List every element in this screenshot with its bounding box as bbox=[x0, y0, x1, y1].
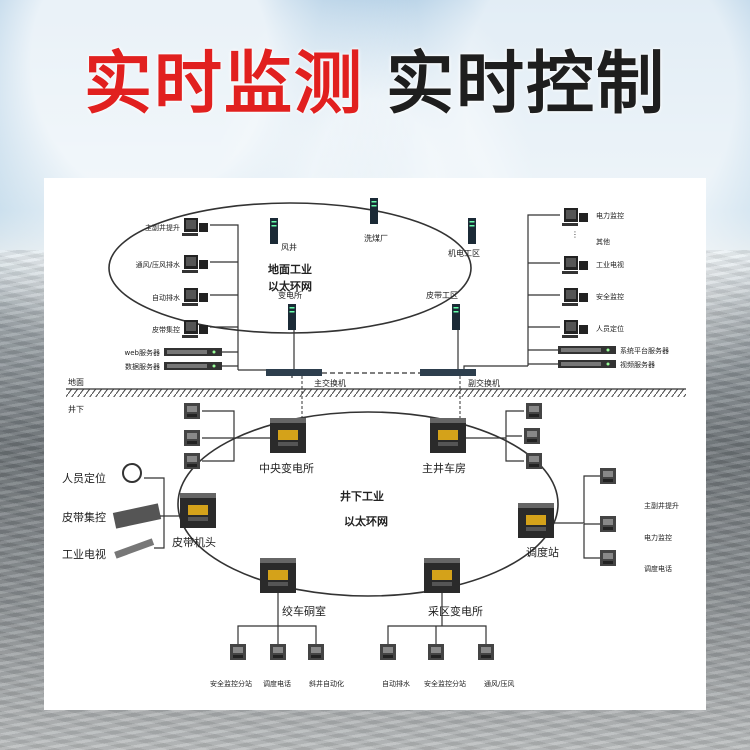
surface-ring bbox=[108, 202, 472, 334]
headline-red: 实时监测 bbox=[83, 45, 364, 124]
ug-box-diaodu bbox=[518, 503, 554, 538]
surface-right-label: 电力监控 bbox=[596, 211, 624, 220]
ring-uplinks bbox=[293, 330, 459, 369]
surface-left-label: 主副井提升 bbox=[145, 223, 180, 232]
underground-ring-title-1: 井下工业 bbox=[340, 489, 384, 503]
ug-right-devices: 主副井提升 电力监控 调度电话 bbox=[554, 468, 679, 573]
ug-box-caiqu bbox=[424, 558, 460, 593]
ug-box-zhujing bbox=[430, 418, 466, 453]
ug-left-label: 皮带集控 bbox=[62, 510, 106, 524]
underground-ring-title-2: 以太环网 bbox=[344, 514, 388, 528]
ug-node-label: 皮带机头 bbox=[172, 535, 216, 549]
surface-right-devices: 电力监控 ⋮ 其他 工业电视 安全监控 人员定位 系统平台服务器 视频服务器 bbox=[463, 208, 669, 372]
ground-line bbox=[66, 389, 686, 397]
headline: 实时监测实时控制 bbox=[0, 40, 750, 130]
ug-bottom-right-label: 安全监控分站 bbox=[424, 679, 466, 688]
ug-right-label: 主副井提升 bbox=[644, 501, 679, 510]
network-diagram: 地面工业 以太环网 风井 洗煤厂 机电工区 变电所 皮带工区 主副井提升 通风/… bbox=[62, 198, 686, 688]
surface-right-label: 安全监控 bbox=[596, 292, 624, 301]
surface-switch-jidian bbox=[468, 218, 476, 244]
sub-switch bbox=[420, 369, 476, 376]
surface-right-label: 人员定位 bbox=[596, 324, 624, 333]
surface-node-label: 变电所 bbox=[278, 290, 302, 300]
ug-right-label: 电力监控 bbox=[644, 533, 672, 542]
ug-node-label: 采区变电所 bbox=[428, 604, 483, 618]
surface-left-label: 自动排水 bbox=[152, 293, 180, 302]
ug-left-devices: 人员定位 皮带集控 工业电视 bbox=[62, 463, 180, 561]
main-switch bbox=[266, 369, 322, 376]
ug-node-label: 绞车硐室 bbox=[282, 604, 326, 618]
ug-box-pidai bbox=[180, 493, 216, 528]
ug-bottom-left-label: 调度电话 bbox=[263, 679, 291, 688]
main-switch-label: 主交换机 bbox=[314, 378, 346, 388]
underground-label: 井下 bbox=[68, 404, 84, 414]
ug-top-left-devices bbox=[184, 403, 270, 469]
surface-left-label: 通风/压风排水 bbox=[136, 260, 180, 269]
surface-right-label: 其他 bbox=[596, 237, 610, 246]
surface-ring-title-1: 地面工业 bbox=[268, 262, 312, 276]
surface-node-label: 机电工区 bbox=[448, 248, 480, 258]
ug-node-label: 中央变电所 bbox=[259, 461, 314, 475]
headline-black: 实时控制 bbox=[386, 45, 667, 124]
ug-bottom-left-label: 斜井自动化 bbox=[309, 679, 344, 688]
surface-ring-title-2: 以太环网 bbox=[268, 279, 312, 293]
surface-node-label: 皮带工区 bbox=[426, 290, 458, 300]
surface-node-label: 洗煤厂 bbox=[364, 233, 388, 243]
surface-switch-fengjing bbox=[270, 218, 278, 244]
underground-ring bbox=[177, 411, 559, 597]
server-left-label: web服务器 bbox=[125, 348, 160, 357]
ug-left-label: 工业电视 bbox=[62, 547, 106, 561]
ground-label: 地面 bbox=[68, 377, 84, 387]
ug-bottom-left-label: 安全监控分站 bbox=[210, 679, 252, 688]
ug-box-zhongyang bbox=[270, 418, 306, 453]
server-left-label: 数据服务器 bbox=[125, 362, 160, 371]
surface-left-label: 皮带集控 bbox=[152, 325, 180, 334]
server-right-label: 视频服务器 bbox=[620, 360, 655, 369]
surface-left-devices: 主副井提升 通风/压风排水 自动排水 皮带集控 web服务器 数据服务器 bbox=[125, 218, 293, 378]
surface-node-label: 风井 bbox=[281, 242, 297, 252]
ug-node-label: 调度站 bbox=[526, 545, 559, 559]
ug-right-label: 调度电话 bbox=[644, 564, 672, 573]
surface-switch-biandian bbox=[288, 304, 296, 330]
server-right-label: 系统平台服务器 bbox=[620, 346, 669, 355]
ug-box-jiaoche bbox=[260, 558, 296, 593]
surface-switch-pidai bbox=[452, 304, 460, 330]
ug-bottom-right-label: 通风/压风 bbox=[484, 679, 514, 688]
network-diagram-panel: 地面工业 以太环网 风井 洗煤厂 机电工区 变电所 皮带工区 主副井提升 通风/… bbox=[44, 178, 706, 710]
ug-bottom-right-devices: 自动排水 安全监控分站 通风/压风 bbox=[380, 593, 514, 688]
ug-bottom-right-label: 自动排水 bbox=[382, 679, 410, 688]
surface-right-label: 工业电视 bbox=[596, 260, 624, 269]
ug-node-label: 主井车房 bbox=[422, 461, 466, 475]
vertical-ellipsis: ⋮ bbox=[571, 230, 579, 239]
surface-switch-ximeichang bbox=[370, 198, 378, 224]
sub-switch-label: 副交换机 bbox=[468, 378, 500, 388]
ug-bottom-left-devices: 安全监控分站 调度电话 斜井自动化 bbox=[210, 593, 344, 688]
ug-left-label: 人员定位 bbox=[62, 471, 106, 485]
ug-top-right-devices bbox=[466, 403, 542, 469]
